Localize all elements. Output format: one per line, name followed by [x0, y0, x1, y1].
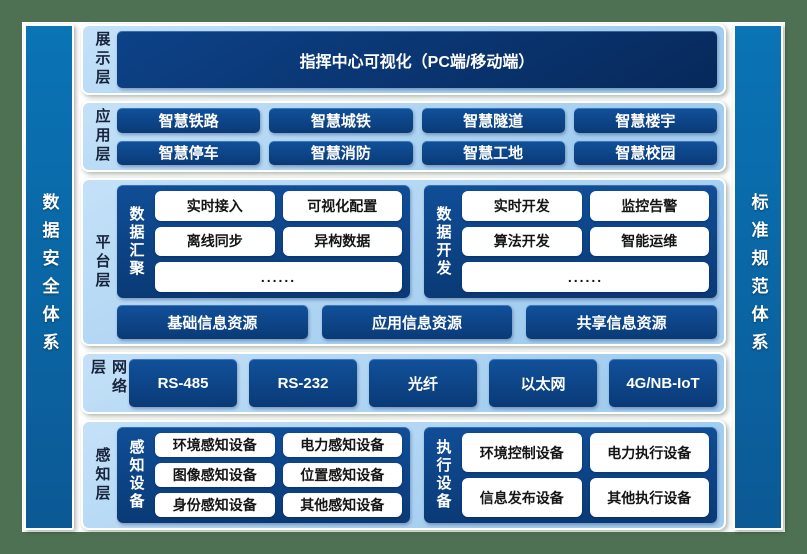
perception-content: 感知设备 环境感知设备 电力感知设备 图像感知设备 位置感知设备 身份感知设备 … — [117, 427, 717, 523]
app-box: 智慧铁路 — [117, 108, 261, 133]
standards-bar-label: 标准规范体系 — [748, 193, 768, 361]
platform-item: 实时接入 — [155, 191, 275, 221]
network-box: RS-485 — [129, 359, 237, 407]
layer-network: 网络层 RS-485 RS-232 光纤 以太网 4G/NB-IoT — [81, 352, 726, 414]
standards-bar: 标准规范体系 — [733, 24, 783, 530]
platform-item-more: ...... — [155, 262, 402, 292]
platform-resources: 基础信息资源 应用信息资源 共享信息资源 — [117, 305, 717, 339]
device-box: 图像感知设备 — [155, 463, 275, 487]
app-box: 智慧校园 — [573, 140, 717, 165]
presentation-content: 指挥中心可视化（PC端/移动端） — [117, 31, 717, 88]
platform-item: 实时开发 — [462, 191, 582, 221]
group-execution-devices: 执行设备 环境控制设备 电力执行设备 信息发布设备 其他执行设备 — [424, 427, 717, 523]
network-box: 光纤 — [369, 359, 477, 407]
data-security-bar: 数据安全体系 — [24, 24, 74, 530]
network-box: RS-232 — [249, 359, 357, 407]
layer-platform: 平台层 数据汇聚 实时接入 可视化配置 离线同步 异构数据 ...... — [81, 178, 726, 346]
layer-application: 应用层 智慧铁路 智慧城铁 智慧隧道 智慧楼宇 智慧停车 智慧消防 智慧工地 智… — [81, 101, 726, 172]
device-box: 环境感知设备 — [155, 433, 275, 457]
group-sensing-devices: 感知设备 环境感知设备 电力感知设备 图像感知设备 位置感知设备 身份感知设备 … — [117, 427, 410, 523]
device-box: 其他执行设备 — [589, 478, 709, 517]
network-grid: RS-485 RS-232 光纤 以太网 4G/NB-IoT — [129, 359, 717, 407]
group-label: 数据开发 — [434, 205, 452, 278]
platform-item: 算法开发 — [462, 226, 582, 257]
perception-groups: 感知设备 环境感知设备 电力感知设备 图像感知设备 位置感知设备 身份感知设备 … — [117, 427, 717, 523]
layer-stack: 展示层 指挥中心可视化（PC端/移动端） 应用层 智慧铁路 智慧城铁 智慧隧道 … — [81, 24, 726, 530]
execution-items: 环境控制设备 电力执行设备 信息发布设备 其他执行设备 — [462, 433, 709, 517]
aggregation-items: 实时接入 可视化配置 离线同步 异构数据 ...... — [155, 191, 402, 292]
group-label: 数据汇聚 — [127, 205, 145, 278]
app-box: 智慧消防 — [269, 140, 413, 165]
resource-box: 基础信息资源 — [117, 305, 308, 339]
platform-groups: 数据汇聚 实时接入 可视化配置 离线同步 异构数据 ...... 数据开发 实时… — [117, 185, 717, 298]
group-label: 感知设备 — [127, 439, 145, 511]
data-security-bar-label: 数据安全体系 — [39, 193, 59, 361]
command-center-box: 指挥中心可视化（PC端/移动端） — [117, 31, 717, 88]
app-box: 智慧城铁 — [269, 108, 413, 133]
network-box: 以太网 — [489, 359, 597, 407]
layer-presentation: 展示层 指挥中心可视化（PC端/移动端） — [81, 24, 726, 95]
layer-label: 感知层 — [93, 446, 111, 504]
layer-label: 网络层 — [89, 359, 127, 397]
platform-item: 可视化配置 — [282, 191, 402, 221]
platform-item: 异构数据 — [282, 226, 402, 257]
app-box: 智慧停车 — [117, 140, 261, 165]
platform-content: 数据汇聚 实时接入 可视化配置 离线同步 异构数据 ...... 数据开发 实时… — [117, 185, 717, 339]
device-box: 电力感知设备 — [282, 433, 402, 457]
device-box: 身份感知设备 — [155, 493, 275, 517]
resource-box: 应用信息资源 — [321, 305, 513, 339]
network-box: 4G/NB-IoT — [609, 359, 717, 407]
device-box: 信息发布设备 — [462, 478, 582, 517]
device-box: 其他感知设备 — [282, 493, 402, 517]
app-box: 智慧隧道 — [421, 108, 565, 133]
platform-item: 监控告警 — [589, 191, 709, 221]
device-box: 环境控制设备 — [462, 433, 582, 472]
layer-label: 展示层 — [93, 31, 111, 88]
resource-box: 共享信息资源 — [526, 305, 717, 339]
layer-label: 应用层 — [93, 108, 111, 165]
app-box: 智慧楼宇 — [573, 108, 717, 133]
layer-perception: 感知层 感知设备 环境感知设备 电力感知设备 图像感知设备 位置感知设备 身份感… — [81, 420, 726, 530]
platform-item: 离线同步 — [155, 226, 275, 257]
group-label: 执行设备 — [434, 439, 452, 511]
sensing-items: 环境感知设备 电力感知设备 图像感知设备 位置感知设备 身份感知设备 其他感知设… — [155, 433, 402, 517]
platform-item-more: ...... — [462, 262, 709, 292]
group-data-aggregation: 数据汇聚 实时接入 可视化配置 离线同步 异构数据 ...... — [117, 185, 410, 298]
group-data-development: 数据开发 实时开发 监控告警 算法开发 智能运维 ...... — [424, 185, 717, 298]
device-box: 电力执行设备 — [589, 433, 709, 472]
layer-label: 平台层 — [93, 233, 111, 291]
development-items: 实时开发 监控告警 算法开发 智能运维 ...... — [462, 191, 709, 292]
application-grid: 智慧铁路 智慧城铁 智慧隧道 智慧楼宇 智慧停车 智慧消防 智慧工地 智慧校园 — [117, 108, 717, 165]
app-box: 智慧工地 — [421, 140, 565, 165]
diagram-canvas: 数据安全体系 展示层 指挥中心可视化（PC端/移动端） 应用层 智慧铁路 智慧城… — [22, 22, 785, 532]
platform-item: 智能运维 — [589, 226, 709, 257]
device-box: 位置感知设备 — [282, 463, 402, 487]
